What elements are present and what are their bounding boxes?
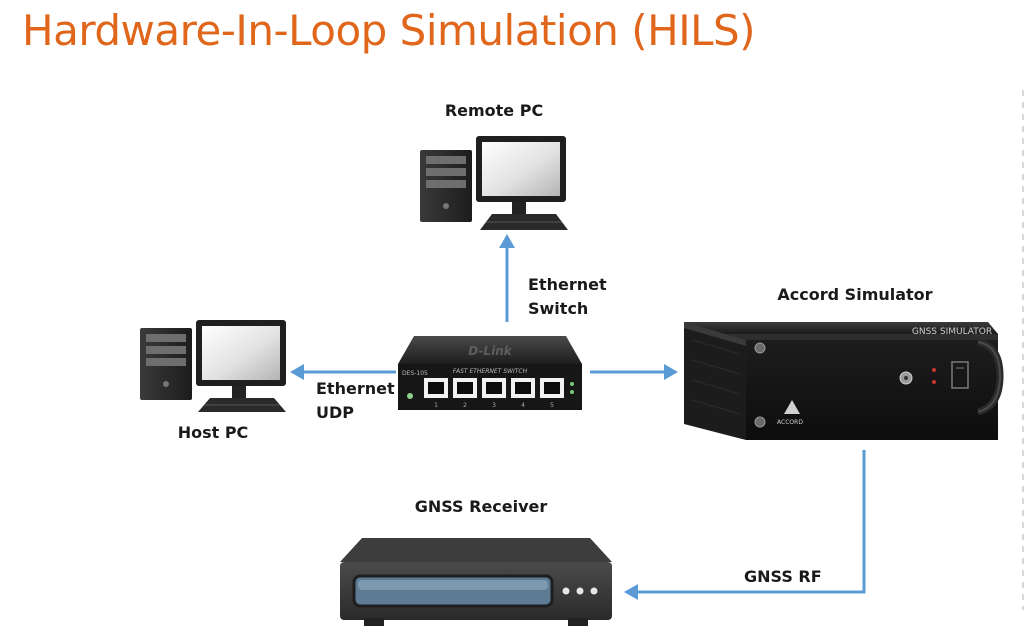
switch-brand: D-Link	[468, 344, 512, 358]
ethernet-udp-label-line2: UDP	[316, 403, 354, 422]
arrow-switch-to-remote-pc	[499, 234, 515, 322]
power-led-icon	[407, 393, 413, 399]
switch-port-group	[424, 378, 564, 398]
switch-label-line2: Switch	[528, 299, 589, 318]
gnss-rf-label: GNSS RF	[744, 567, 822, 586]
arrow-switch-to-host-pc	[290, 364, 396, 380]
edge-divider	[1022, 90, 1024, 610]
switch-model: DES-105	[402, 370, 428, 377]
switch-port-label: 1	[434, 402, 438, 409]
switch-port-label: 5	[550, 402, 554, 409]
accord-simulator-icon: GNSS SIMULATOR ACCORD	[684, 322, 1004, 440]
ethernet-switch-icon: D-Link DES-105 FAST ETHERNET SWITCH 1 2 …	[398, 336, 582, 410]
arrow-switch-to-simulator	[590, 364, 678, 380]
gnss-receiver-icon	[340, 538, 612, 626]
simulator-caption: GNSS SIMULATOR	[912, 327, 992, 337]
accord-simulator-label: Accord Simulator	[777, 285, 933, 304]
simulator-brand: ACCORD	[777, 419, 803, 426]
arrow-simulator-to-receiver	[624, 450, 866, 600]
switch-label-line1: Ethernet	[528, 275, 607, 294]
host-pc-label: Host PC	[177, 423, 249, 442]
switch-port-label: 2	[463, 402, 467, 409]
page-title: Hardware-In-Loop Simulation (HILS)	[22, 6, 756, 55]
switch-port-label: 3	[492, 402, 496, 409]
gnss-receiver-label: GNSS Receiver	[414, 497, 548, 516]
remote-pc-label: Remote PC	[444, 101, 544, 120]
switch-caption: FAST ETHERNET SWITCH	[453, 368, 528, 375]
ethernet-udp-label-line1: Ethernet	[316, 379, 395, 398]
remote-pc-icon	[420, 136, 568, 230]
accord-logo-icon	[784, 400, 800, 414]
host-pc-icon	[140, 320, 286, 412]
switch-port-label: 4	[521, 402, 525, 409]
